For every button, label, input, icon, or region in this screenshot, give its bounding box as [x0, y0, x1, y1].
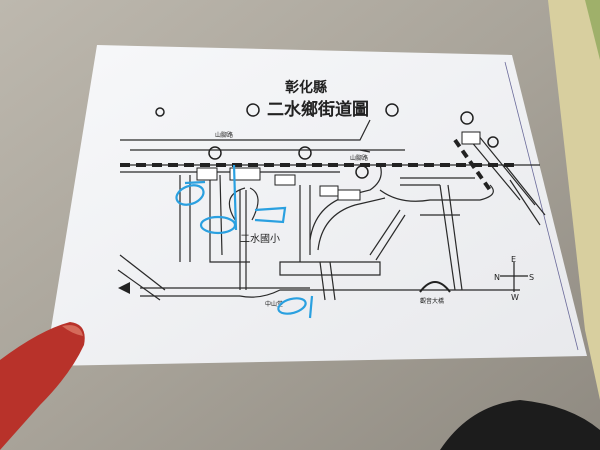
label-school: 二水國小: [240, 233, 280, 245]
map-buildings: [196, 131, 481, 201]
compass-east: E: [511, 255, 516, 264]
compass-north: N: [494, 273, 500, 282]
label-shanjiao-road: 山腳路: [215, 131, 233, 139]
monkey-icon: [385, 103, 399, 117]
paper-border-line: [504, 61, 579, 351]
compass-west: W: [511, 293, 519, 302]
bridge-icon: [419, 281, 451, 293]
finger: [0, 322, 85, 450]
railway: [120, 138, 520, 192]
label-hall: 中山堂: [265, 300, 283, 308]
arrow-left-icon: [118, 282, 130, 294]
monkey-icon: [246, 103, 260, 117]
compass-icon: [500, 262, 528, 292]
green-edge: [585, 0, 600, 60]
map-county: 彰化縣: [285, 79, 327, 96]
fingernail: [62, 325, 83, 336]
blue-highlight-marks: [175, 164, 314, 319]
label-bridge: 觀音大橋: [420, 297, 444, 305]
map-title: 二水鄉街道圖: [267, 99, 369, 120]
beige-object: [548, 0, 600, 400]
dark-object: [440, 400, 600, 450]
paper-sheet: [45, 45, 587, 366]
label-shanjiao-road-2: 山腳路: [350, 154, 368, 162]
compass-south: S: [529, 273, 534, 282]
mascot-icons: [155, 107, 499, 179]
